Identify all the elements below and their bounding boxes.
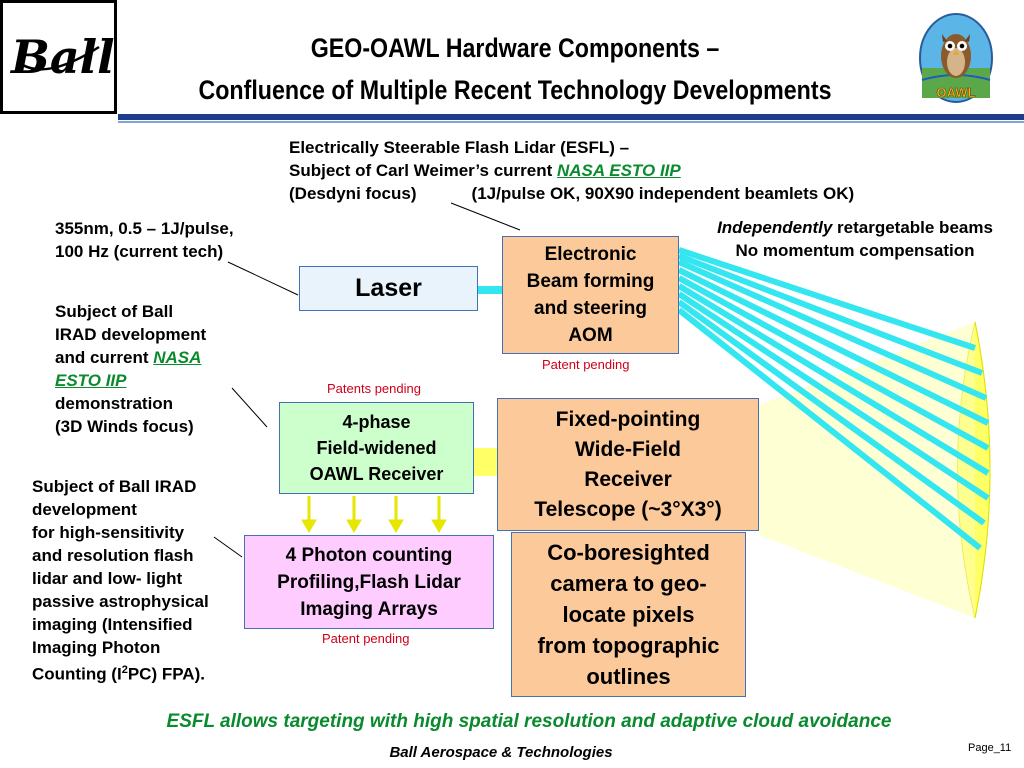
esfl-line1: Electrically Steerable Flash Lidar (ESFL… <box>289 138 630 157</box>
receiver-patents-pending: Patents pending <box>327 381 421 396</box>
beam-patent-pending: Patent pending <box>542 357 630 372</box>
header-rule <box>118 114 1024 120</box>
callout-line-laser-spec <box>227 261 299 296</box>
page-title-line1: GEO-OAWL Hardware Components – <box>310 33 720 63</box>
oawl-owl-badge: OAWL <box>916 10 996 106</box>
steered-beamlets <box>677 247 990 551</box>
laser-box: Laser <box>299 266 478 311</box>
laser-connector-beam <box>478 286 502 294</box>
page-number: Page_11 <box>968 742 1012 754</box>
esto-iip-link[interactable]: ESTO IIP <box>55 371 127 390</box>
irad-note: Subject of Ball IRAD development and cur… <box>55 302 207 436</box>
footer-company: Ball Aerospace & Technologies <box>389 744 613 761</box>
callout-line-irad <box>231 387 268 428</box>
esfl-line3: (Desdyni focus)(1J/pulse OK, 90X90 indep… <box>289 184 855 203</box>
oawl-badge-text: OAWL <box>937 85 976 100</box>
page-title-line2: Confluence of Multiple Recent Technology… <box>198 75 832 105</box>
photon-counting-box: 4 Photon counting Profiling,Flash Lidar … <box>244 535 494 629</box>
ball-logo: Ball <box>0 0 117 114</box>
callout-line-sensitivity <box>213 536 243 558</box>
laser-spec-note: 355nm, 0.5 – 1J/pulse, 100 Hz (current t… <box>55 219 234 261</box>
telescope-box: Fixed-pointing Wide-Field Receiver Teles… <box>497 398 759 531</box>
ball-logo-text: Ball <box>9 30 114 84</box>
sensitivity-note: Subject of Ball IRAD development for hig… <box>32 477 209 684</box>
nasa-esto-iip-link[interactable]: NASA ESTO IIP <box>556 161 681 180</box>
photon-patent-pending: Patent pending <box>322 631 410 646</box>
receiver-to-array-arrows <box>301 496 447 533</box>
callout-line-esfl <box>450 202 521 231</box>
nasa-link[interactable]: NASA <box>153 348 202 367</box>
retarget-note: Independently retargetable beams No mome… <box>717 218 993 260</box>
camera-box: Co-boresighted camera to geo- locate pix… <box>511 532 746 697</box>
esfl-note: Electrically Steerable Flash Lidar (ESFL… <box>289 136 989 205</box>
bottom-statement: ESFL allows targeting with high spatial … <box>166 711 892 732</box>
receive-connector-beam <box>474 448 497 476</box>
beam-forming-box: Electronic Beam forming and steering AOM <box>502 236 679 354</box>
esfl-line2: Subject of Carl Weimer’s current NASA ES… <box>289 161 681 180</box>
oawl-receiver-box: 4-phase Field-widened OAWL Receiver <box>279 402 474 494</box>
header-rule-accent <box>118 121 1024 123</box>
